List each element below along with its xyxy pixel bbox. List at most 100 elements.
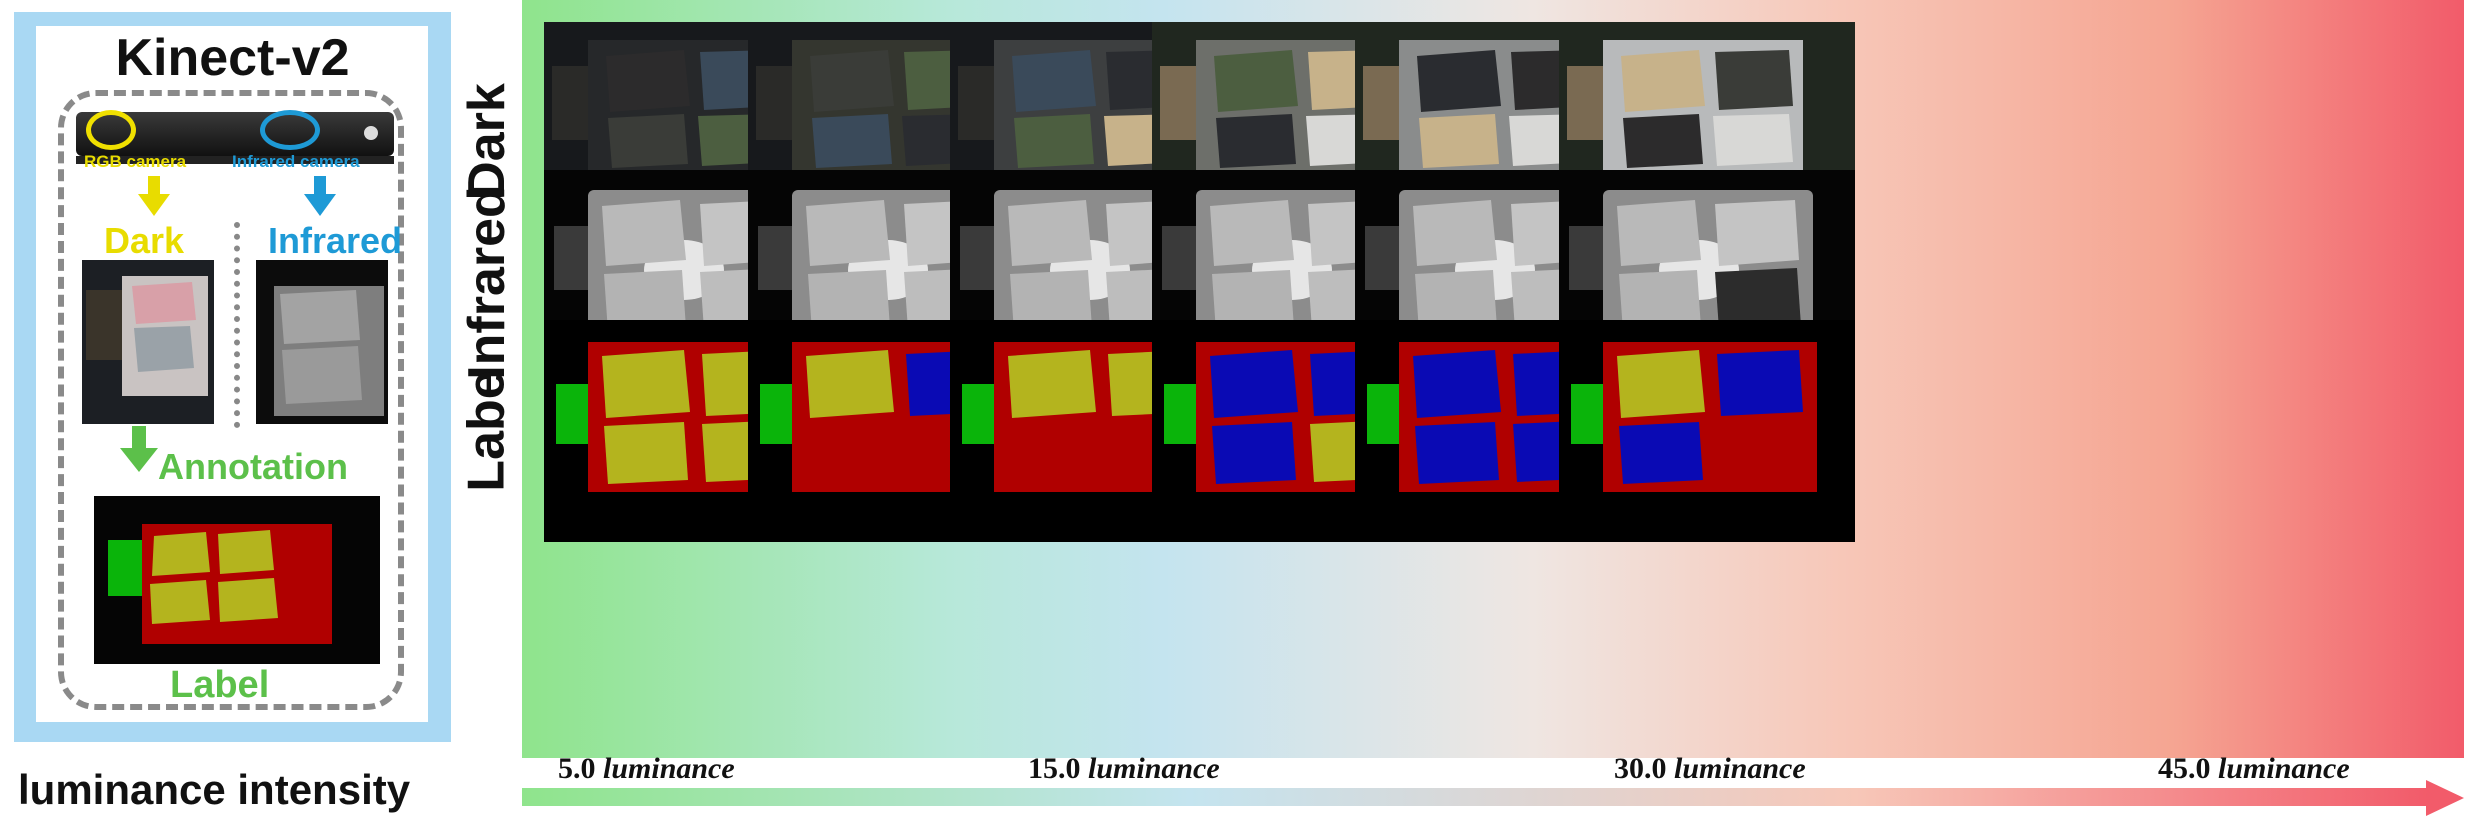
luminance-unit: luminance: [1088, 752, 1220, 785]
luminance-label-4: 45.0 luminance: [2158, 752, 2350, 786]
cloth-shape: [1210, 200, 1294, 266]
kinect-dashed-frame: [58, 90, 404, 710]
cloth-shape: [134, 326, 194, 372]
kinect-sensor-base: [76, 156, 394, 164]
luminance-label-1: 5.0 luminance: [558, 752, 735, 786]
cloth-shape: [1012, 50, 1096, 112]
kinect-title: Kinect-v2: [115, 29, 350, 87]
box-label-shape: [962, 384, 998, 444]
cloth-shape: [1419, 114, 1499, 168]
cloth-shape: [280, 290, 360, 344]
cloth-label-shape: [1617, 350, 1705, 418]
luminance-unit: luminance: [1674, 752, 1806, 785]
cloth-shape: [1715, 200, 1799, 266]
luminance-label-2: 15.0 luminance: [1028, 752, 1220, 786]
label-image: [748, 320, 1044, 542]
cloth-label-shape: [1415, 422, 1499, 484]
cloth-shape: [808, 270, 890, 332]
luminance-value: 45.0: [2158, 752, 2211, 785]
cloth-label-shape: [806, 350, 894, 418]
luminance-unit: luminance: [2218, 752, 2350, 785]
cloth-label-shape: [150, 580, 210, 624]
annotation-label: Annotation: [158, 446, 348, 487]
basket-shape: [554, 226, 592, 290]
basket-shape: [758, 226, 796, 290]
basket-shape: [1162, 226, 1200, 290]
basket-shape: [86, 290, 126, 360]
basket-shape: [756, 66, 796, 140]
cloth-shape: [132, 282, 196, 324]
cloth-label-shape: [1210, 350, 1298, 418]
yellow-arrow-stem: [148, 176, 160, 196]
dotted-divider: [234, 222, 240, 428]
green-arrow-down-icon: [120, 448, 158, 472]
luminance-value: 30.0: [1614, 752, 1667, 785]
luminance-heading: luminance intensity: [18, 766, 411, 813]
cloth-label-shape: [604, 422, 688, 484]
cloth-label-shape: [1717, 350, 1803, 416]
infrared-camera-label: Infrared camera: [232, 152, 360, 171]
cloth-shape: [1014, 114, 1094, 168]
basket-shape: [1160, 66, 1200, 140]
basket-shape: [1569, 226, 1607, 290]
infrared-sample-image: [256, 260, 388, 424]
luminance-value: 15.0: [1028, 752, 1081, 785]
cloth-label-shape: [1008, 350, 1096, 418]
label-sample-drawing: [108, 524, 332, 644]
label-label: Label: [170, 664, 270, 706]
blue-arrow-stem: [314, 176, 326, 196]
box-label-shape: [760, 384, 796, 444]
cloth-shape: [1715, 268, 1801, 330]
cloth-shape: [1010, 270, 1092, 332]
basket-shape: [958, 66, 998, 140]
cloth-label-shape: [602, 350, 690, 418]
basket-shape: [960, 226, 998, 290]
rgb-camera-marker: [86, 110, 136, 150]
cloth-label-shape: [1619, 422, 1703, 484]
cloth-shape: [282, 346, 362, 404]
basket-shape: [1567, 66, 1607, 140]
cloth-label-shape: [1212, 422, 1296, 484]
cloth-label-shape: [1413, 350, 1501, 418]
cloth-shape: [608, 114, 688, 168]
cloth-shape: [1212, 270, 1294, 332]
luminance-axis-bar: [522, 788, 2428, 806]
box-label-shape: [1367, 384, 1403, 444]
cloth-label-shape: [218, 530, 274, 574]
dark-image: [1559, 22, 1855, 244]
blue-arrow-down-icon: [304, 194, 336, 216]
cell-drawing: [1571, 342, 1817, 492]
dark-sample-image: [82, 260, 214, 424]
rgb-camera-label: RGB camera: [84, 152, 187, 171]
cloth-shape: [812, 114, 892, 168]
basket-shape: [552, 66, 592, 140]
cloth-label-shape: [152, 532, 210, 576]
cloth-shape: [1216, 114, 1296, 168]
cloth-shape: [1713, 114, 1793, 166]
cloth-shape: [1008, 200, 1092, 266]
cloth-shape: [1413, 200, 1497, 266]
luminance-unit: luminance: [603, 752, 735, 785]
cloth-shape: [1617, 200, 1701, 266]
cloth-shape: [1417, 50, 1501, 112]
basket-shape: [1365, 226, 1403, 290]
dark-sample-drawing: [86, 276, 208, 396]
label-image: [1559, 320, 1855, 542]
yellow-arrow-down-icon: [138, 194, 170, 216]
cell-drawing: [960, 190, 1204, 342]
cloth-shape: [604, 270, 686, 332]
box-label-shape: [556, 384, 592, 444]
cloth-shape: [1214, 50, 1298, 112]
cloth-shape: [602, 200, 686, 266]
box-label-shape: [1164, 384, 1200, 444]
green-arrow-stem: [132, 426, 146, 450]
cloth-shape: [606, 50, 690, 112]
dark-label: Dark: [104, 220, 185, 261]
cloth-shape: [1415, 270, 1497, 332]
basket-shape: [1363, 66, 1403, 140]
box-label-shape: [1571, 384, 1607, 444]
cloth-shape: [810, 50, 894, 112]
luminance-value: 5.0: [558, 752, 596, 785]
cloth-shape: [806, 200, 890, 266]
cloth-shape: [1619, 270, 1701, 332]
